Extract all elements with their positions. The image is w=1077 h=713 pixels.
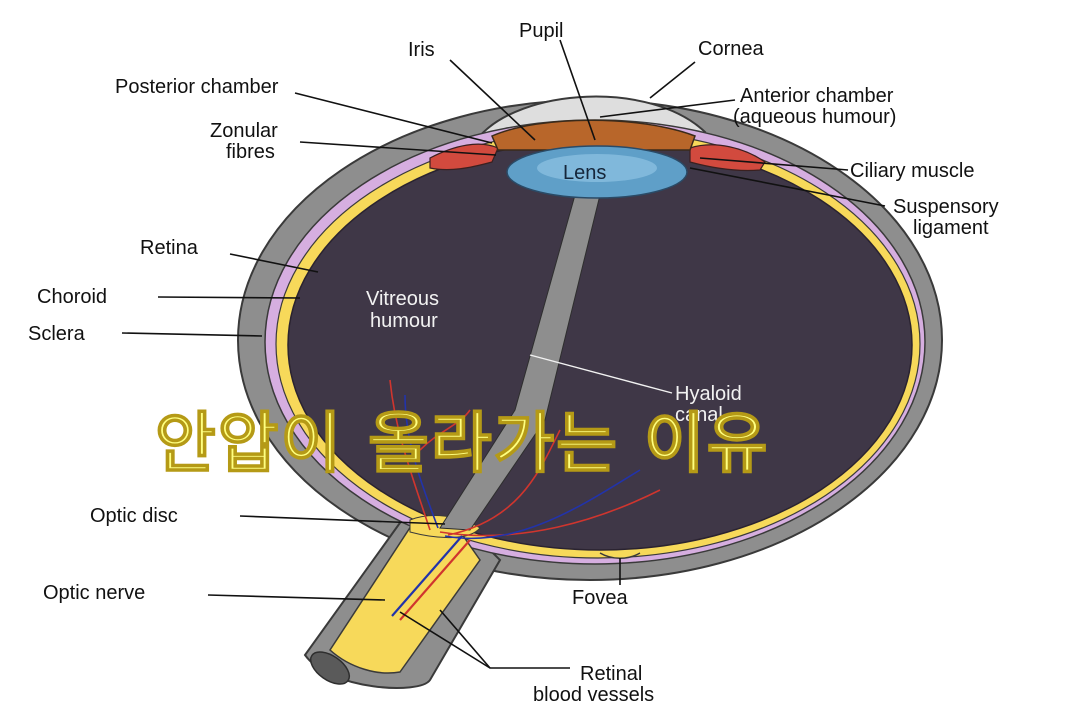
label-iris[interactable]: Iris <box>408 39 435 61</box>
label-posterior-chamber[interactable]: Posterior chamber <box>115 76 279 98</box>
overlay-title: 안압이 올라가는 이유 <box>155 405 769 482</box>
eyeball <box>237 95 943 689</box>
ciliary-muscle-right <box>689 144 766 172</box>
label-sclera[interactable]: Sclera <box>28 323 86 345</box>
label-optic-nerve[interactable]: Optic nerve <box>43 582 145 604</box>
label-pupil[interactable]: Pupil <box>519 20 563 42</box>
label-retina[interactable]: Retina <box>140 237 199 259</box>
label-retinal-vessels-line1[interactable]: Retinal <box>580 663 642 685</box>
retinal-vessels <box>389 379 661 621</box>
label-hyaloid-line2[interactable]: canal <box>675 404 723 426</box>
label-vitreous-line2[interactable]: humour <box>370 310 438 332</box>
vitreous-body <box>287 139 913 551</box>
outer-labels: Pupil Iris Cornea Posterior chamber Ante… <box>28 20 999 706</box>
optic-nerve-end <box>309 651 351 685</box>
label-optic-disc[interactable]: Optic disc <box>90 505 178 527</box>
label-anterior-chamber-line2[interactable]: (aqueous humour) <box>733 106 896 128</box>
label-retinal-vessels-line2[interactable]: blood vessels <box>533 684 654 706</box>
leader-lines <box>121 39 886 669</box>
label-lens[interactable]: Lens <box>563 162 606 184</box>
lens-highlight <box>537 154 657 182</box>
label-suspensory-line1[interactable]: Suspensory <box>893 196 999 218</box>
inner-labels: Lens Vitreous humour Hyaloid canal <box>366 162 742 426</box>
label-cornea[interactable]: Cornea <box>698 38 764 60</box>
label-zonular-line1[interactable]: Zonular <box>210 120 278 142</box>
label-ciliary-muscle[interactable]: Ciliary muscle <box>850 160 974 182</box>
label-vitreous-line1[interactable]: Vitreous <box>366 288 439 310</box>
label-zonular-line2[interactable]: fibres <box>226 141 275 163</box>
label-fovea[interactable]: Fovea <box>572 587 628 609</box>
label-hyaloid-line1[interactable]: Hyaloid <box>675 383 742 405</box>
label-choroid[interactable]: Choroid <box>37 286 107 308</box>
label-suspensory-line2[interactable]: ligament <box>913 217 989 239</box>
label-anterior-chamber-line1[interactable]: Anterior chamber <box>740 85 894 107</box>
